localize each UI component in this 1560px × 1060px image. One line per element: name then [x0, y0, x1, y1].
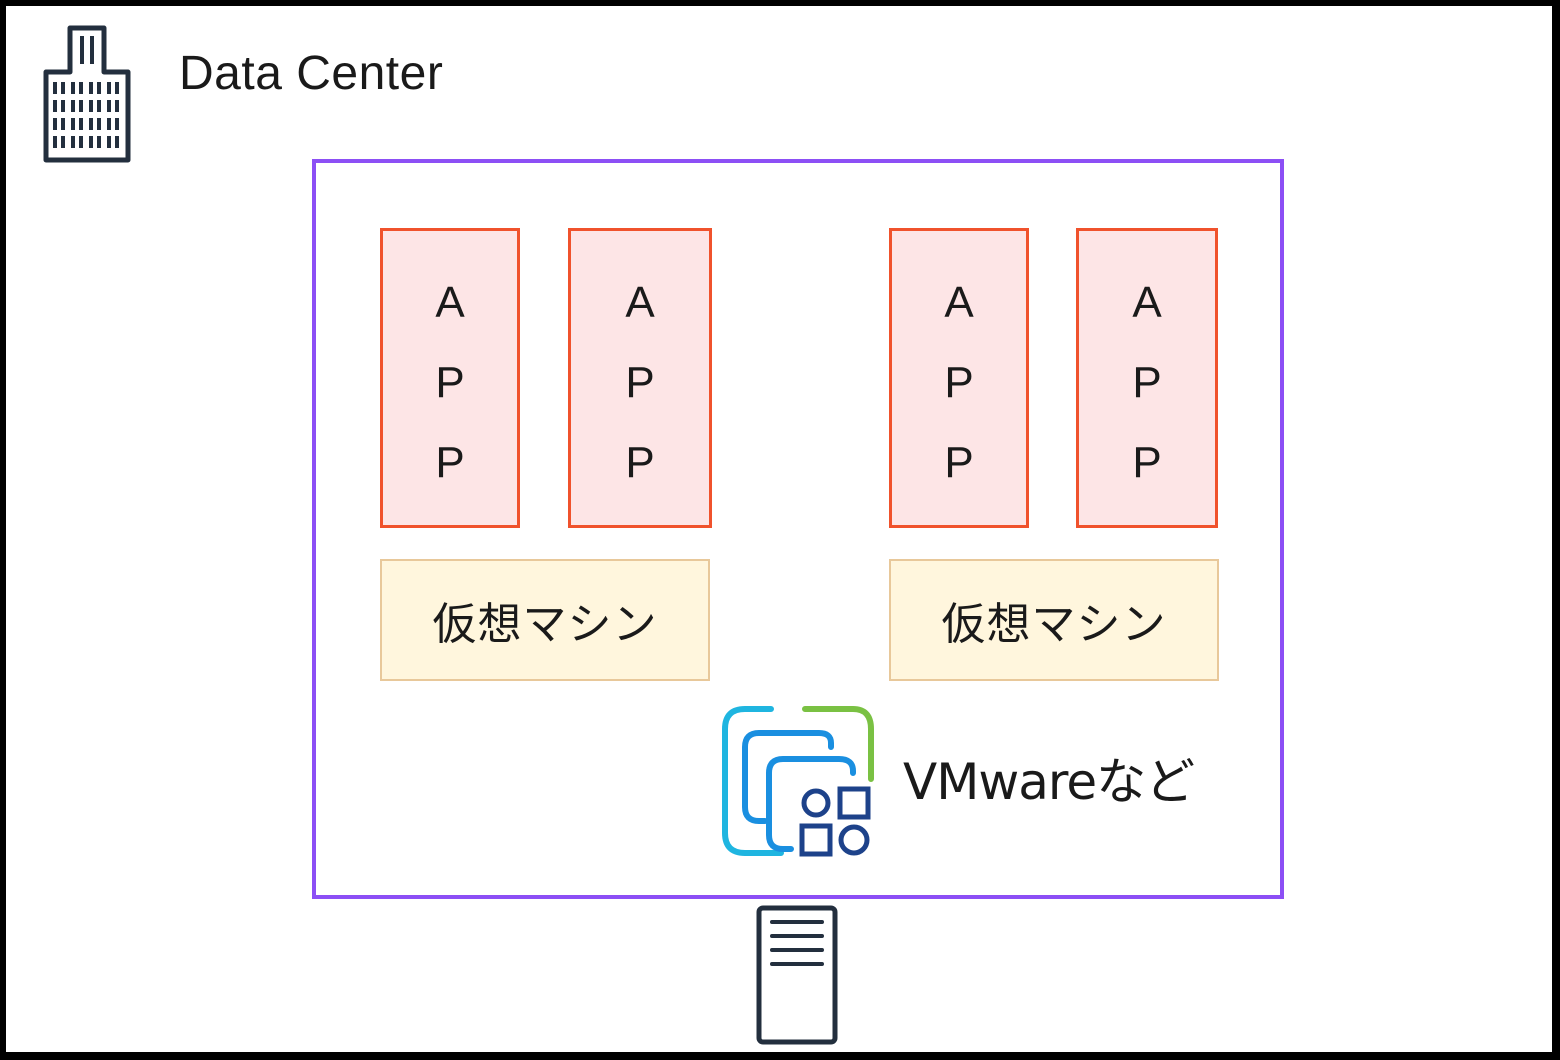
app-letter: A	[944, 278, 974, 327]
virtual-machine-box: 仮想マシン	[889, 559, 1219, 681]
hypervisor-label: VMwareなど	[903, 753, 1195, 811]
app-letter: P	[1132, 358, 1162, 407]
office-building-icon	[43, 25, 131, 163]
app-letter: A	[1132, 278, 1162, 327]
app-box: A P P	[380, 228, 520, 528]
app-letter: A	[435, 278, 465, 327]
server-icon	[756, 905, 838, 1045]
app-letter: P	[944, 358, 974, 407]
app-letter: P	[625, 358, 655, 407]
data-center-title: Data Center	[179, 47, 444, 100]
app-letter: P	[944, 438, 974, 487]
app-box: A P P	[1076, 228, 1218, 528]
app-letter: P	[625, 438, 655, 487]
virtual-machine-box: 仮想マシン	[380, 559, 710, 681]
app-letter: P	[435, 438, 465, 487]
vmware-virtualization-icon	[722, 706, 874, 857]
app-letter: P	[1132, 438, 1162, 487]
virtual-machine-label: 仮想マシン	[941, 599, 1167, 650]
virtual-machine-label: 仮想マシン	[432, 599, 658, 650]
app-letter: A	[625, 278, 655, 327]
app-box: A P P	[568, 228, 712, 528]
app-letter: P	[435, 358, 465, 407]
app-box: A P P	[889, 228, 1029, 528]
